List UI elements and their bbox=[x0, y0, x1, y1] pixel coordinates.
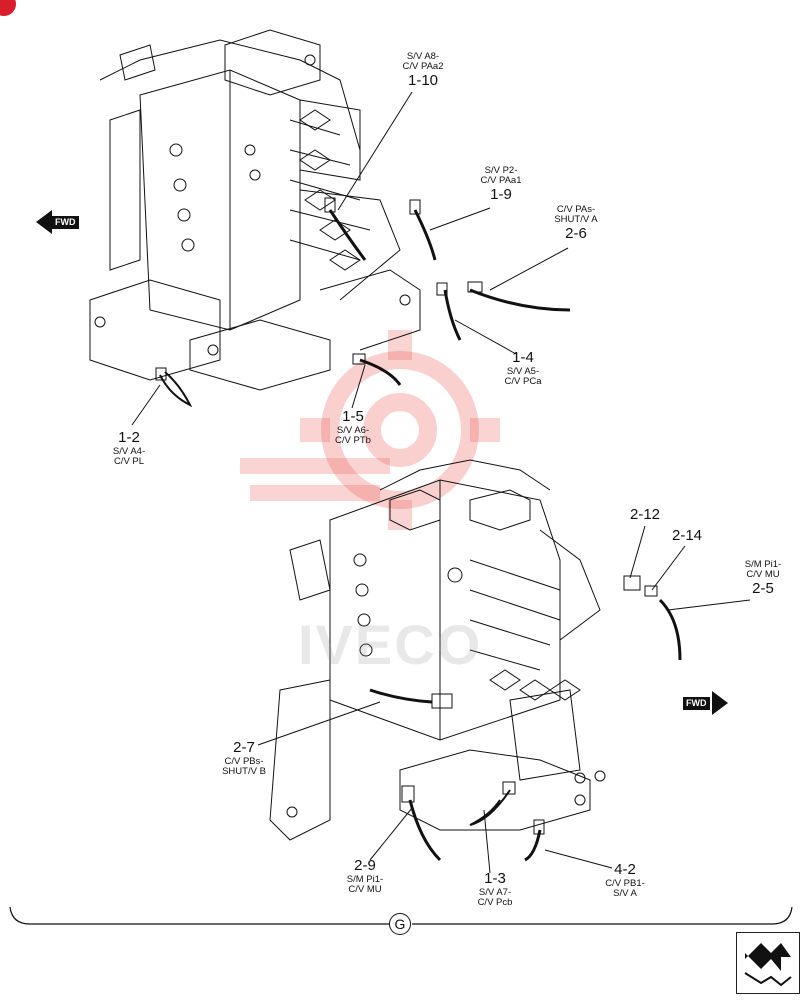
callout-2-9-number: 2-9 bbox=[354, 857, 376, 874]
next-page-arrow-icon bbox=[744, 943, 792, 987]
watermark-logo bbox=[321, 351, 479, 509]
callout-2-5-sub: C/V MU bbox=[746, 569, 780, 581]
next-page-button[interactable] bbox=[736, 932, 800, 994]
callout-1-3-sub: C/V Pcb bbox=[477, 896, 513, 908]
callout-1-9[interactable]: S/V P2- C/V PAa1 1-9 bbox=[466, 165, 536, 203]
callout-2-7-number: 2-7 bbox=[233, 739, 255, 756]
lower-valve-assembly bbox=[269, 459, 682, 862]
callout-1-4[interactable]: 1-4 S/V A5- C/V PCa bbox=[488, 349, 558, 387]
callout-4-2-number: 4-2 bbox=[614, 861, 636, 878]
callout-1-2[interactable]: 1-2 S/V A4- C/V PL bbox=[94, 429, 164, 467]
group-brace bbox=[9, 906, 793, 925]
callout-2-6-sub: SHUT/V A bbox=[554, 214, 598, 226]
callout-1-9-sub: C/V PAa1 bbox=[480, 175, 522, 187]
callout-1-2-sub: C/V PL bbox=[113, 455, 145, 467]
leader-lines bbox=[131, 91, 751, 874]
callout-1-10[interactable]: S/V A8- C/V PAa2 1-10 bbox=[388, 51, 458, 89]
callout-1-4-sub: C/V PCa bbox=[504, 375, 542, 387]
callout-1-9-number: 1-9 bbox=[490, 185, 512, 203]
callout-2-12[interactable]: 2-12 bbox=[620, 506, 670, 524]
callout-4-2[interactable]: 4-2 C/V PB1- S/V A bbox=[590, 861, 660, 899]
callout-1-2-number: 1-2 bbox=[118, 429, 140, 446]
callout-2-9-sub: C/V MU bbox=[348, 883, 382, 895]
callout-2-6-number: 2-6 bbox=[565, 224, 587, 242]
callout-2-6[interactable]: C/V PAs- SHUT/V A 2-6 bbox=[540, 204, 612, 242]
fwd-label-top: FWD bbox=[52, 216, 79, 229]
callout-2-7[interactable]: 2-7 C/V PBs- SHUT/V B bbox=[206, 739, 282, 777]
callout-1-3[interactable]: 1-3 S/V A7- C/V Pcb bbox=[460, 870, 530, 908]
callout-2-9-name: S/M Pi1- bbox=[346, 873, 384, 885]
callout-2-6-name: C/V PAs- bbox=[556, 204, 596, 215]
fwd-arrow-left-icon bbox=[36, 210, 52, 234]
upper-valve-assembly bbox=[89, 29, 571, 408]
fwd-label-bottom: FWD bbox=[683, 697, 710, 710]
callout-2-12-number: 2-12 bbox=[629, 506, 661, 523]
callout-1-4-name: S/V A5- bbox=[506, 365, 540, 377]
callout-2-14-number: 2-14 bbox=[671, 527, 703, 544]
group-reference-circle[interactable]: G bbox=[389, 913, 411, 935]
callout-1-10-sub: C/V PAa2 bbox=[402, 61, 444, 73]
callout-2-5-number: 2-5 bbox=[752, 579, 774, 597]
callout-1-10-number: 1-10 bbox=[407, 71, 439, 89]
page-corner-marker bbox=[0, 0, 16, 16]
callout-1-10-name: S/V A8- bbox=[406, 51, 440, 62]
callout-1-4-number: 1-4 bbox=[512, 349, 534, 366]
callout-4-2-name: C/V PB1- bbox=[605, 877, 645, 889]
callout-2-5[interactable]: S/M Pi1- C/V MU 2-5 bbox=[728, 559, 798, 597]
callout-2-7-name: C/V PBs- bbox=[224, 755, 264, 767]
callout-1-2-name: S/V A4- bbox=[112, 445, 146, 457]
callout-1-3-number: 1-3 bbox=[484, 870, 506, 887]
callout-1-9-name: S/V P2- bbox=[484, 165, 518, 176]
callout-2-9[interactable]: 2-9 S/M Pi1- C/V MU bbox=[330, 857, 400, 895]
callout-1-5-sub: C/V PTb bbox=[335, 434, 371, 446]
callout-2-14[interactable]: 2-14 bbox=[662, 527, 712, 545]
callout-1-5-number: 1-5 bbox=[342, 408, 364, 425]
callout-1-5[interactable]: 1-5 S/V A6- C/V PTb bbox=[318, 408, 388, 446]
fwd-arrow-right-icon bbox=[712, 691, 728, 715]
callout-2-7-sub: SHUT/V B bbox=[222, 765, 266, 777]
callout-2-5-name: S/M Pi1- bbox=[744, 559, 782, 570]
watermark-text: IVECO bbox=[298, 613, 483, 676]
watermark-gear-teeth bbox=[240, 330, 500, 530]
callout-1-3-name: S/V A7- bbox=[478, 886, 512, 898]
callout-1-5-name: S/V A6- bbox=[336, 424, 370, 436]
callout-4-2-sub: S/V A bbox=[613, 887, 637, 899]
